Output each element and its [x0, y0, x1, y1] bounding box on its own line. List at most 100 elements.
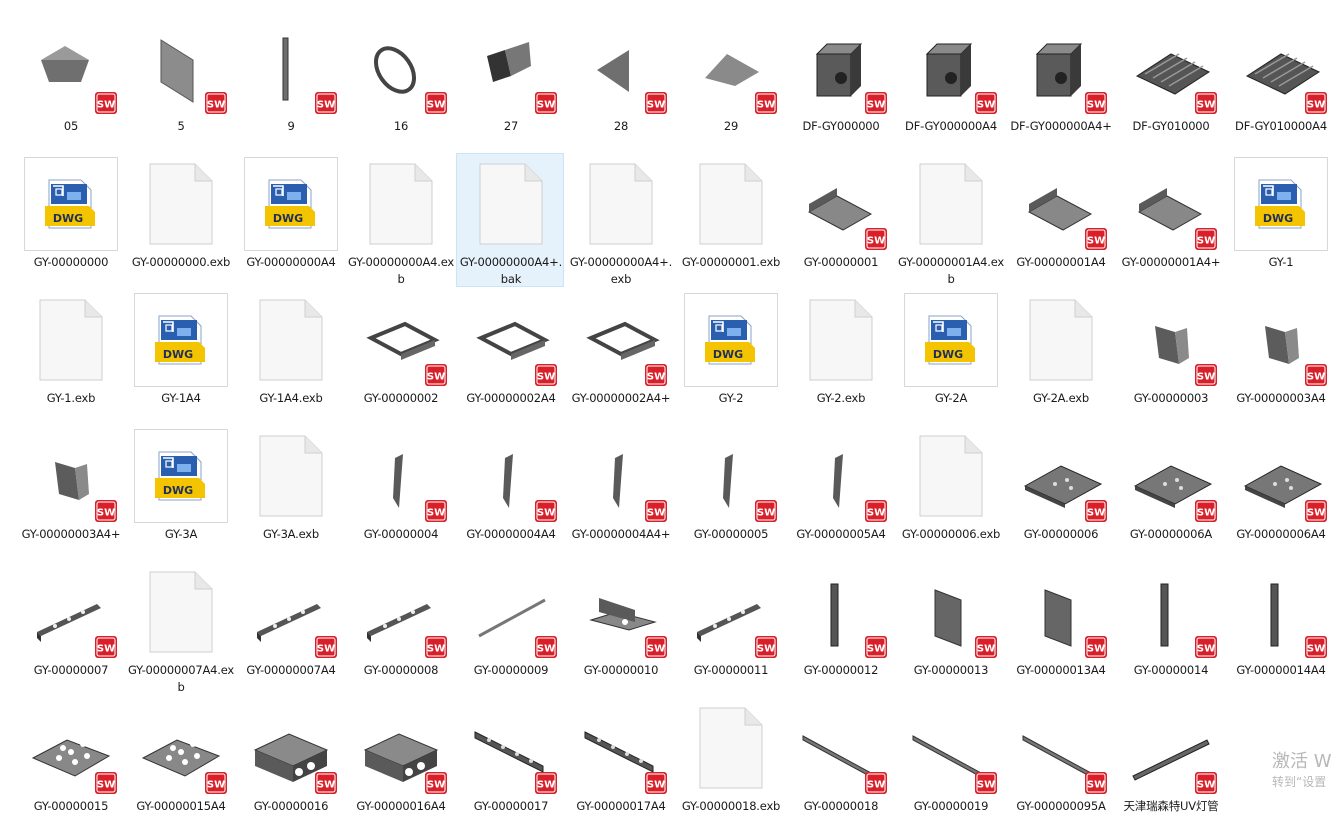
file-item[interactable]: GY-00000018.exb — [676, 697, 784, 831]
triangle-part-icon: SW — [569, 20, 673, 116]
blank-file-icon — [239, 428, 343, 524]
slotted-bar-part-icon: SW — [569, 700, 673, 796]
file-item[interactable]: GY-2A.exb — [1006, 289, 1114, 423]
file-name-label: GY-3A — [164, 527, 198, 541]
solidworks-badge-icon: SW — [1305, 636, 1327, 658]
svg-text:SW: SW — [97, 100, 115, 111]
file-name-label: GY-00000000 — [33, 255, 109, 269]
bracket-part-icon: SW — [1119, 292, 1223, 388]
solidworks-badge-icon: SW — [865, 500, 887, 522]
file-name-label: GY-00000016A4 — [356, 799, 446, 813]
watermark-line-2: 转到“设置 — [1272, 775, 1327, 789]
file-item[interactable]: GY-1.exb — [16, 289, 124, 423]
uv-lamp-tube-part-icon: SW — [1119, 700, 1223, 796]
file-item[interactable]: GY-00000006.exb — [896, 425, 1004, 559]
svg-text:SW: SW — [537, 372, 555, 383]
file-name-label: GY-00000006.exb — [901, 527, 1001, 541]
file-name-label: GY-00000003A4 — [1236, 391, 1326, 405]
post-part-icon: SW — [789, 564, 893, 660]
file-item[interactable]: GY-00000001.exb — [676, 153, 784, 287]
solidworks-badge-icon: SW — [1195, 500, 1217, 522]
file-item[interactable]: GY-00000000A4+.exb — [566, 153, 674, 287]
file-item[interactable]: GY-3A.exb — [236, 425, 344, 559]
base-plate-part-icon: SW — [1009, 428, 1113, 524]
file-item[interactable]: GY-00000000A4+.bak — [456, 153, 564, 287]
svg-text:SW: SW — [1307, 644, 1325, 655]
file-item[interactable]: GY-00000000A4.exb — [346, 153, 454, 287]
svg-text:DWG: DWG — [163, 348, 193, 361]
bar-part-icon: SW — [239, 20, 343, 116]
file-name-label: GY-00000017 — [473, 799, 549, 813]
solidworks-badge-icon: SW — [1085, 92, 1107, 114]
file-item[interactable]: GY-00000000.exb — [126, 153, 234, 287]
file-item[interactable]: GY-00000001A4.exb — [896, 153, 1004, 287]
file-item[interactable]: GY-2.exb — [786, 289, 894, 423]
file-name-label: GY-2A.exb — [1033, 391, 1089, 405]
post-part-icon: SW — [1119, 564, 1223, 660]
door-part-icon: SW — [1009, 564, 1113, 660]
file-item[interactable]: GY-00000007A4.exb — [126, 561, 234, 695]
solidworks-badge-icon: SW — [95, 636, 117, 658]
tray-part-icon: SW — [789, 156, 893, 252]
file-item[interactable]: GY-1A4.exb — [236, 289, 344, 423]
solidworks-badge-icon: SW — [1085, 500, 1107, 522]
